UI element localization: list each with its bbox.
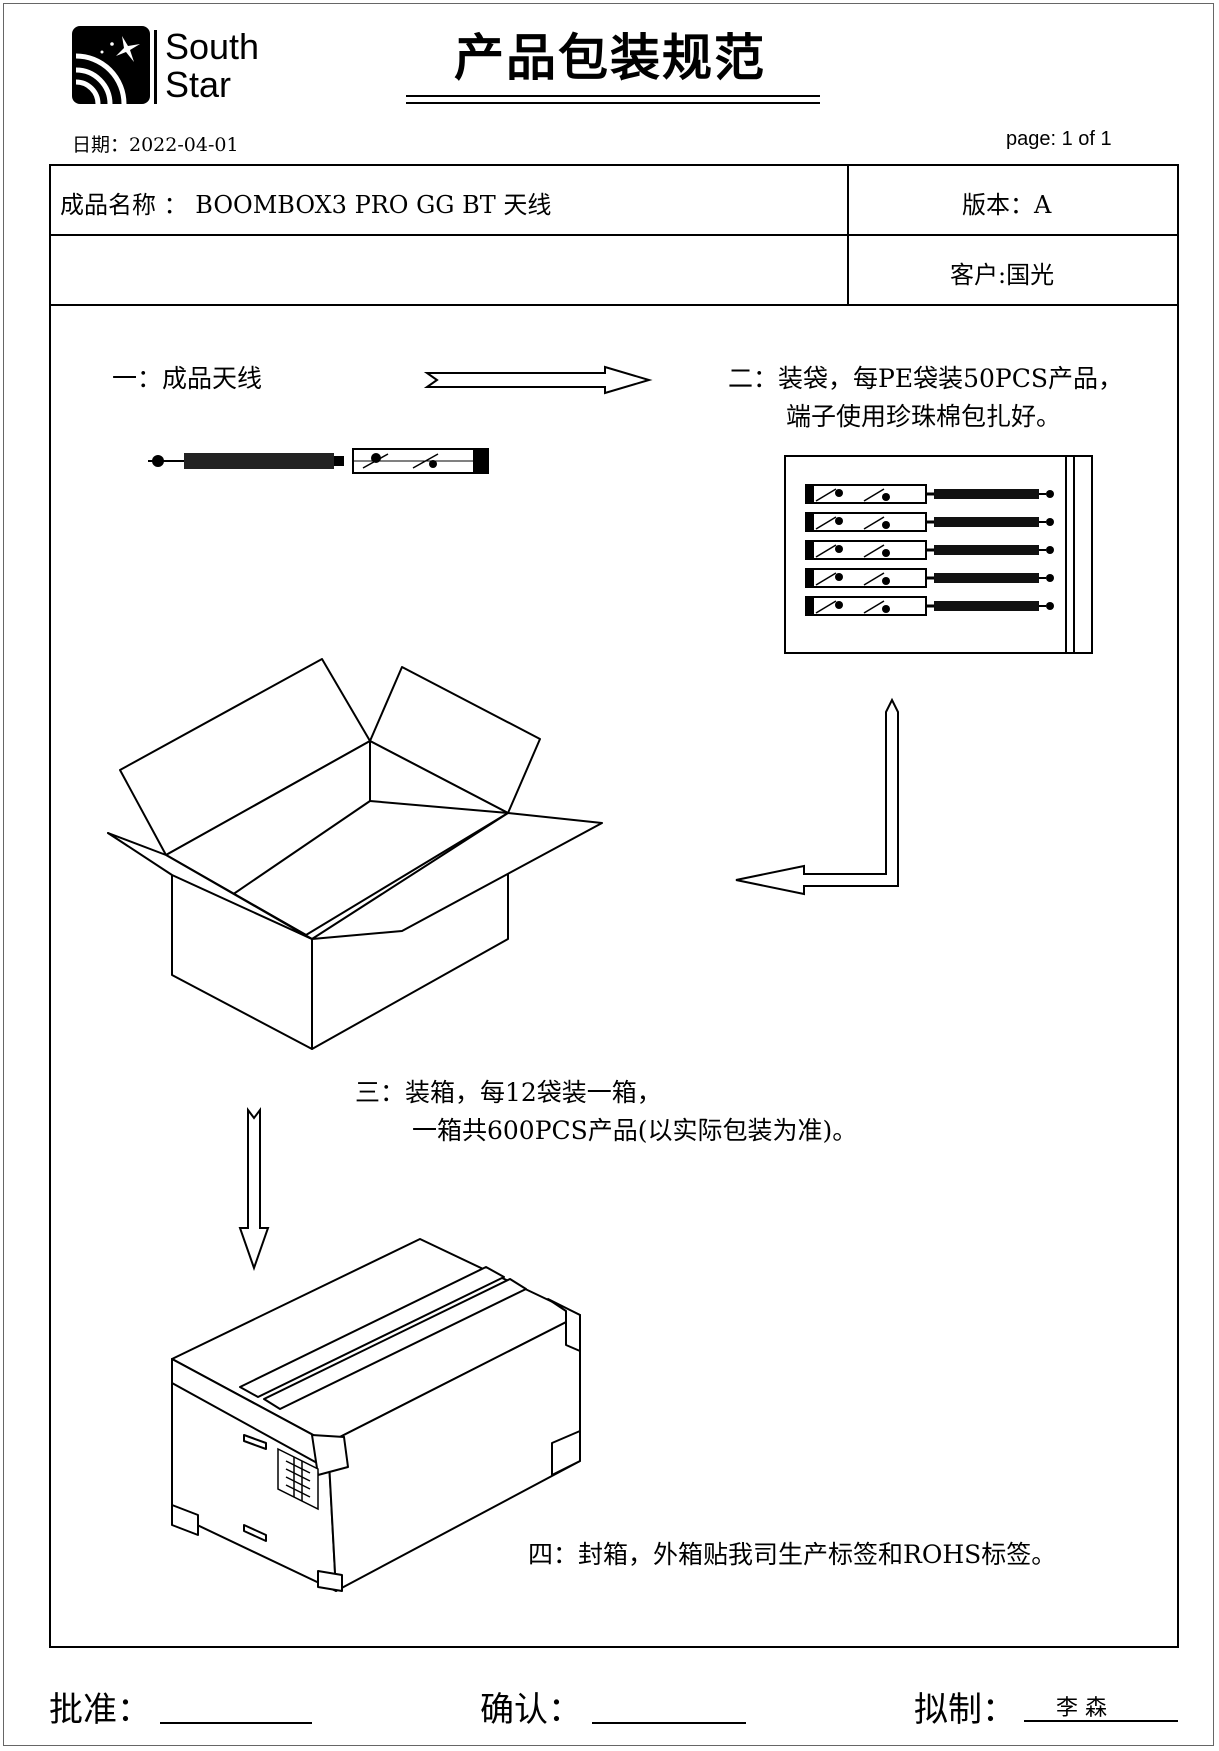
title-underline [406,95,820,97]
logo-divider [154,30,157,104]
draft-signature-line [1024,1720,1178,1722]
sealed-box-icon [171,1238,581,1592]
step2-text-line1: 二：装袋，每PE袋装50PCS产品， [728,364,1123,393]
arrow-right-icon [423,365,653,395]
page-number: page: 1 of 1 [1006,128,1112,150]
antenna-icon [148,448,489,474]
step1-text: 一：成品天线 [112,364,263,393]
version-cell: 版本：A [962,191,1052,219]
confirm-signature-line [592,1722,746,1724]
approve-signature-line [160,1722,312,1724]
title-underline-2 [406,102,820,104]
confirm-label: 确认： [480,1690,582,1730]
south-star-logo-icon [72,26,150,105]
product-name-cell: 成品名称 ： BOOMBOX3 PRO GG BT 天线 [60,191,552,219]
content-area [49,304,1179,1648]
logo-text-south: South [165,26,260,67]
step3-text-line1: 三：装箱，每12袋装一箱， [355,1078,662,1107]
open-box-icon [107,658,603,1050]
approve-label: 批准： [49,1690,151,1730]
document-frame [3,3,1214,1746]
logo-text-star: Star [165,64,232,105]
draft-label: 拟制： [914,1690,1016,1730]
arrow-down-icon [238,1107,270,1272]
step4-text: 四：封箱，外箱贴我司生产标签和ROHS标签。 [528,1540,1057,1569]
table-divider-horizontal [49,234,1179,236]
step2-text-line2: 端子使用珍珠棉包扎好。 [786,402,1062,431]
draft-name: 李 森 [1056,1696,1107,1721]
pe-bag-icon [784,455,1093,654]
step3-text-line2: 一箱共600PCS产品(以实际包装为准)。 [412,1116,858,1145]
page-title: 产品包装规范 [454,29,766,87]
customer-cell: 客户:国光 [950,261,1055,289]
document-date: 日期：2022-04-01 [72,134,239,156]
arrow-down-left-icon [735,697,899,896]
